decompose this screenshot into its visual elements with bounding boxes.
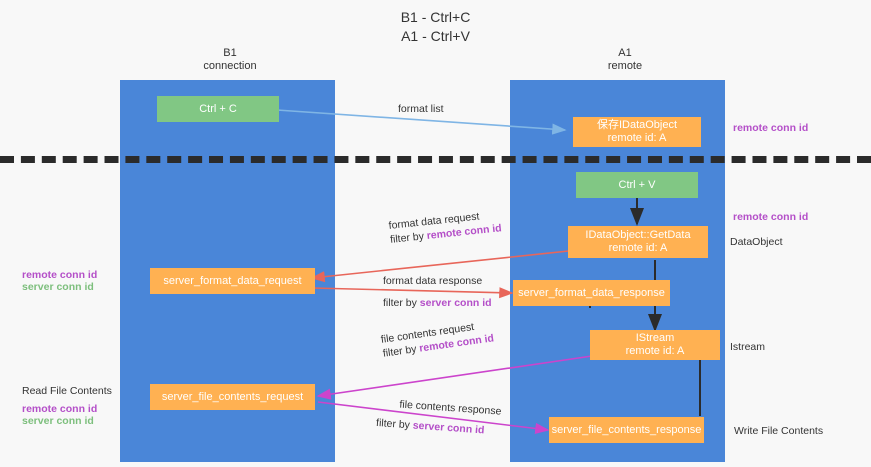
box-getdata-name: IDataObject::GetData — [585, 229, 691, 241]
label-istream: Istream — [730, 341, 766, 353]
arrow-label-file-contents-response-line2: filter by server conn id — [376, 416, 501, 439]
column-header-a1: A1 remote — [545, 47, 705, 73]
box-ctrl-c-label: Ctrl + C — [199, 102, 237, 115]
box-getdata[interactable]: IDataObject::GetData remote id: A — [568, 226, 708, 258]
page-title: B1 - Ctrl+C A1 - Ctrl+V — [0, 8, 871, 46]
title-line-1: B1 - Ctrl+C — [400, 9, 471, 25]
label-left-server-conn-id-1: server conn id — [22, 281, 94, 293]
box-ctrl-v-label: Ctrl + V — [618, 178, 656, 191]
arrow-label-file-contents-response-line1: file contents response — [399, 398, 502, 418]
phase-divider — [0, 156, 871, 163]
box-server-file-contents-response[interactable]: server_file_contents_response — [549, 417, 704, 443]
arrow-label-file-contents-response: file contents response filter by server … — [376, 396, 502, 439]
label-dataobject: DataObject — [730, 236, 783, 248]
box-server-format-data-response-label: server_format_data_response — [518, 286, 665, 299]
label-left-remote-conn-id-2: remote conn id — [22, 403, 98, 415]
filter-prefix: filter by — [382, 342, 421, 360]
box-ctrl-v[interactable]: Ctrl + V — [576, 172, 698, 198]
filter-prefix: filter by — [389, 230, 428, 246]
arrow-label-format-data-response-line1: format data response — [383, 275, 483, 287]
column-header-b1: B1 connection — [150, 47, 310, 73]
box-istream-name: IStream — [635, 332, 675, 344]
box-server-file-contents-response-label: server_file_contents_response — [551, 423, 702, 436]
box-idataobject-name: 保存IDataObject — [596, 119, 678, 131]
arrow-label-format-list: format list — [398, 103, 444, 115]
label-left-remote-conn-id-1: remote conn id — [22, 269, 98, 281]
box-server-format-data-request-label: server_format_data_request — [163, 274, 302, 287]
label-remote-conn-id-top: remote conn id — [733, 122, 809, 134]
column-header-a1-role: remote — [607, 60, 643, 72]
box-istream-id: remote id: A — [625, 345, 685, 357]
label-remote-conn-id-mid: remote conn id — [733, 211, 809, 223]
column-header-a1-name: A1 — [618, 47, 632, 59]
filter-value-server-conn-id: server conn id — [419, 297, 492, 309]
box-idataobject-id: remote id: A — [607, 132, 667, 144]
box-ctrl-c[interactable]: Ctrl + C — [157, 96, 279, 122]
box-server-format-data-response[interactable]: server_format_data_response — [513, 280, 670, 306]
filter-prefix: filter by — [383, 297, 420, 309]
filter-value-server-conn-id: server conn id — [412, 419, 485, 437]
box-idataobject[interactable]: 保存IDataObject remote id: A — [573, 117, 701, 147]
arrow-label-format-data-response: format data response filter by server co… — [383, 274, 492, 310]
column-header-b1-name: B1 — [223, 47, 237, 59]
box-istream[interactable]: IStream remote id: A — [590, 330, 720, 360]
arrow-label-format-data-request: format data request filter by remote con… — [388, 207, 502, 247]
filter-prefix: filter by — [375, 416, 414, 432]
arrow-label-format-data-response-line2: filter by server conn id — [383, 296, 492, 310]
label-read-file-contents: Read File Contents — [22, 385, 112, 397]
box-server-file-contents-request-label: server_file_contents_request — [161, 390, 304, 403]
box-server-file-contents-request[interactable]: server_file_contents_request — [150, 384, 315, 410]
label-write-file-contents: Write File Contents — [734, 425, 824, 437]
column-header-b1-role: connection — [203, 60, 257, 72]
arrow-label-file-contents-request: file contents request filter by remote c… — [380, 317, 495, 360]
label-left-server-conn-id-2: server conn id — [22, 415, 94, 427]
title-line-2: A1 - Ctrl+V — [401, 28, 470, 44]
box-getdata-id: remote id: A — [608, 242, 668, 254]
box-server-format-data-request[interactable]: server_format_data_request — [150, 268, 315, 294]
